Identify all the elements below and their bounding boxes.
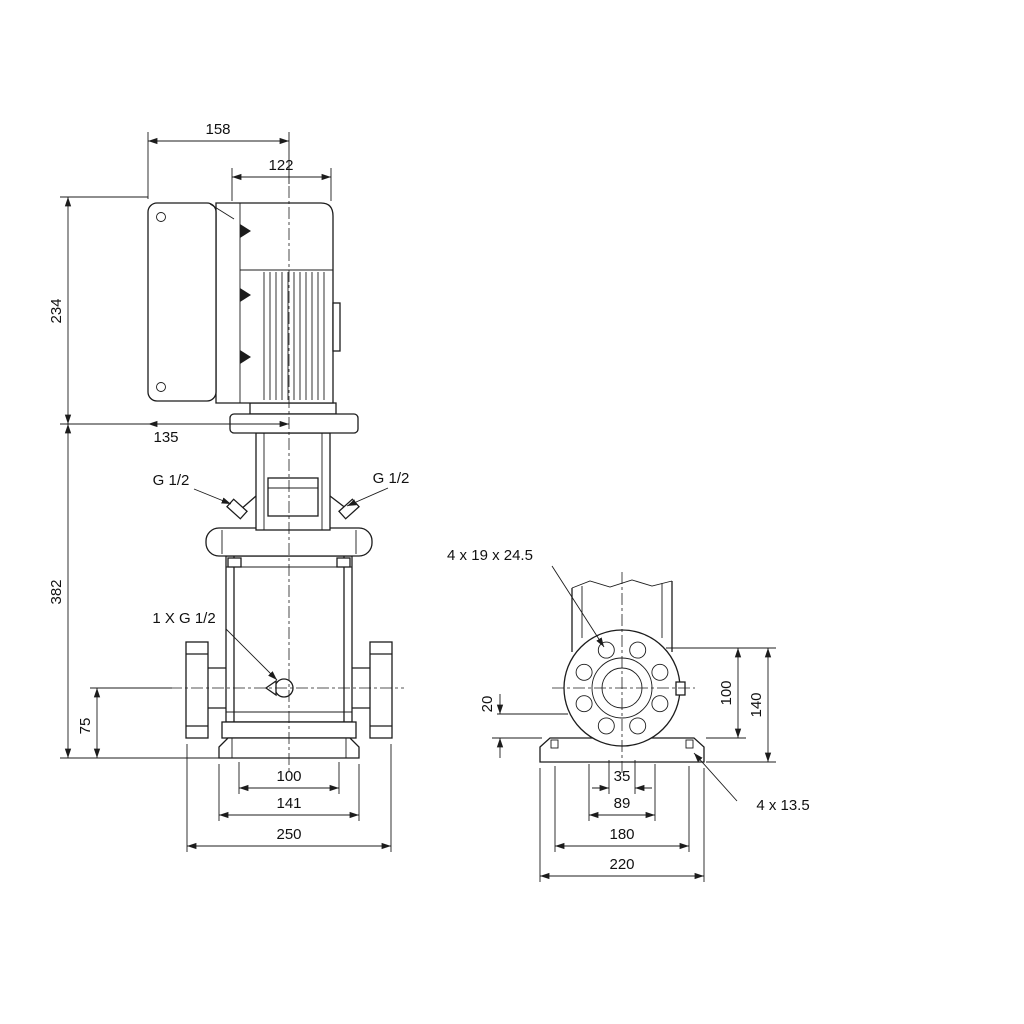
g12-right-label: G 1/2 bbox=[373, 470, 410, 487]
flange-lug bbox=[675, 681, 686, 696]
dim-100-side: 100 bbox=[666, 647, 776, 739]
dim-158: 158 bbox=[147, 121, 290, 199]
motor-flange bbox=[229, 402, 359, 434]
g12-left-label: G 1/2 bbox=[153, 472, 190, 489]
dim-180: 180 bbox=[554, 766, 690, 852]
motor bbox=[147, 202, 341, 404]
label-drain: 1 X G 1/2 bbox=[152, 610, 278, 681]
base-hole-right bbox=[685, 739, 694, 749]
dim-220-label: 220 bbox=[609, 856, 634, 873]
dim-20-label: 20 bbox=[479, 696, 496, 713]
dim-20: 20 bbox=[479, 694, 568, 758]
dim-250: 250 bbox=[186, 744, 392, 852]
dim-140: 140 bbox=[706, 648, 776, 763]
break-line bbox=[571, 579, 673, 589]
base-hole-left bbox=[550, 739, 559, 749]
cooling-fins bbox=[263, 272, 325, 400]
dim-100-side-label: 100 bbox=[718, 680, 735, 705]
control-box bbox=[147, 202, 217, 402]
dim-158-label: 158 bbox=[205, 121, 230, 138]
flange-holes-label: 4 x 19 x 24.5 bbox=[447, 547, 533, 564]
dim-135: 135 bbox=[148, 420, 289, 446]
label-g12-left: G 1/2 bbox=[153, 472, 232, 505]
label-base-holes: 4 x 13.5 bbox=[693, 752, 810, 814]
dim-141-label: 141 bbox=[276, 795, 301, 812]
label-g12-right: G 1/2 bbox=[346, 470, 410, 507]
pump-head bbox=[226, 432, 360, 531]
dim-135-label: 135 bbox=[153, 429, 178, 446]
dim-100-front: 100 bbox=[238, 762, 340, 794]
dim-89: 89 bbox=[588, 764, 656, 821]
control-box-screw-top bbox=[156, 212, 166, 222]
front-view: 158 122 234 135 382 75 bbox=[48, 121, 409, 852]
dim-75: 75 bbox=[77, 687, 172, 758]
dim-382-label: 382 bbox=[48, 579, 65, 604]
dim-89-label: 89 bbox=[614, 795, 631, 812]
dim-141: 141 bbox=[218, 764, 360, 821]
dim-180-label: 180 bbox=[609, 826, 634, 843]
control-box-screw-bottom bbox=[156, 382, 166, 392]
dim-100-front-label: 100 bbox=[276, 768, 301, 785]
drain-label: 1 X G 1/2 bbox=[152, 610, 215, 627]
base-holes-label: 4 x 13.5 bbox=[756, 797, 809, 814]
dim-140-label: 140 bbox=[748, 692, 765, 717]
suction-flange-left bbox=[185, 641, 228, 739]
flange-bolt-holes bbox=[575, 641, 669, 735]
dim-35: 35 bbox=[592, 760, 652, 794]
dim-122-label: 122 bbox=[268, 157, 293, 174]
dim-220: 220 bbox=[539, 768, 705, 882]
dim-234-label: 234 bbox=[48, 298, 65, 323]
side-view: 4 x 19 x 24.5 20 100 140 35 bbox=[447, 547, 810, 882]
dim-35-label: 35 bbox=[614, 768, 631, 785]
label-flange-holes: 4 x 19 x 24.5 bbox=[447, 547, 605, 648]
dim-234: 234 bbox=[48, 196, 148, 425]
dim-75-label: 75 bbox=[77, 718, 94, 735]
gauge-plug-left bbox=[226, 498, 248, 520]
dim-382: 382 bbox=[48, 424, 219, 759]
dim-122: 122 bbox=[231, 157, 332, 201]
discharge-flange-right bbox=[350, 641, 393, 739]
dim-250-label: 250 bbox=[276, 826, 301, 843]
